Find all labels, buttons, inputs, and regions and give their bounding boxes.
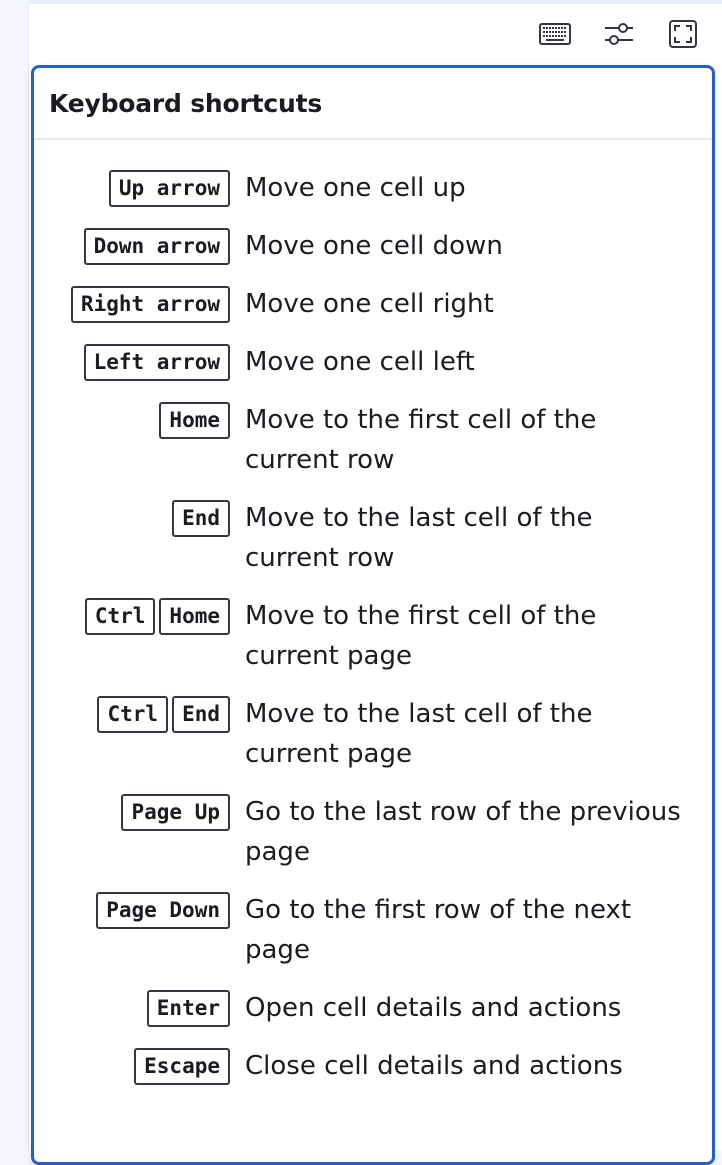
keyboard-shortcuts-button[interactable] — [530, 12, 580, 56]
key-cap: Page Up — [121, 794, 230, 831]
shortcut-keys: Down arrow — [34, 228, 230, 265]
key-cap: Down arrow — [83, 228, 230, 265]
shortcut-description: Move to the last cell of the current row — [245, 503, 593, 573]
shortcut-keys: Escape — [34, 1048, 230, 1085]
fullscreen-button[interactable] — [658, 12, 708, 56]
shortcut-keys: Left arrow — [34, 344, 230, 381]
key-cap: End — [172, 696, 230, 733]
shortcut-description: Close cell details and actions — [245, 1051, 623, 1081]
shortcut-row: Enter Open cell details and actions — [34, 970, 712, 1028]
key-cap: Home — [159, 598, 230, 635]
shortcut-row: Up arrow Move one cell up — [34, 150, 712, 208]
shortcut-keys: End — [34, 500, 230, 537]
key-cap: Left arrow — [83, 344, 230, 381]
fullscreen-icon — [669, 20, 697, 48]
shortcut-description: Move one cell down — [245, 231, 503, 261]
display-options-button[interactable] — [594, 12, 644, 56]
popover-title: Keyboard shortcuts — [49, 88, 323, 118]
key-cap: Escape — [134, 1048, 230, 1085]
shortcut-keys: Page Up — [34, 794, 230, 831]
keyboard-icon — [539, 23, 571, 45]
shortcut-description: Move to the first cell of the current ro… — [245, 405, 597, 475]
shortcut-row: Escape Close cell details and actions — [34, 1028, 712, 1086]
shortcut-description: Move one cell left — [245, 347, 475, 377]
shortcut-keys: Up arrow — [34, 170, 230, 207]
toolbar-strip — [28, 0, 722, 4]
shortcut-row: End Move to the last cell of the current … — [34, 480, 712, 578]
shortcut-row: Home Move to the first cell of the curren… — [34, 382, 712, 480]
grid-toolbar — [530, 12, 708, 56]
popover-header: Keyboard shortcuts — [34, 68, 712, 140]
key-cap: Home — [159, 402, 230, 439]
shortcut-description: Go to the first row of the next page — [245, 895, 632, 965]
key-cap: Page Down — [96, 892, 230, 929]
shortcut-keys: Enter — [34, 990, 230, 1027]
shortcut-keys: Home — [34, 402, 230, 439]
sliders-icon — [604, 22, 634, 46]
shortcut-keys: Page Down — [34, 892, 230, 929]
shortcut-row: Left arrow Move one cell left — [34, 324, 712, 382]
shortcut-keys: Right arrow — [34, 286, 230, 323]
shortcut-description: Move to the last cell of the current pag… — [245, 699, 593, 769]
shortcut-row: Down arrow Move one cell down — [34, 208, 712, 266]
shortcut-description: Move to the first cell of the current pa… — [245, 601, 597, 671]
shortcut-description: Go to the last row of the previous page — [245, 797, 681, 867]
shortcut-row: Right arrow Move one cell right — [34, 266, 712, 324]
shortcut-row: Page Up Go to the last row of the previou… — [34, 774, 712, 872]
shortcut-description: Move one cell right — [245, 289, 494, 319]
shortcut-description: Move one cell up — [245, 173, 466, 203]
key-cap: Right arrow — [70, 286, 230, 323]
key-cap: Up arrow — [108, 170, 230, 207]
shortcut-description: Open cell details and actions — [245, 993, 622, 1023]
key-cap: Ctrl — [84, 598, 156, 635]
key-cap: End — [172, 500, 230, 537]
key-cap: Ctrl — [97, 696, 169, 733]
shortcut-row: Page Down Go to the first row of the next… — [34, 872, 712, 970]
key-cap: Enter — [146, 990, 230, 1027]
